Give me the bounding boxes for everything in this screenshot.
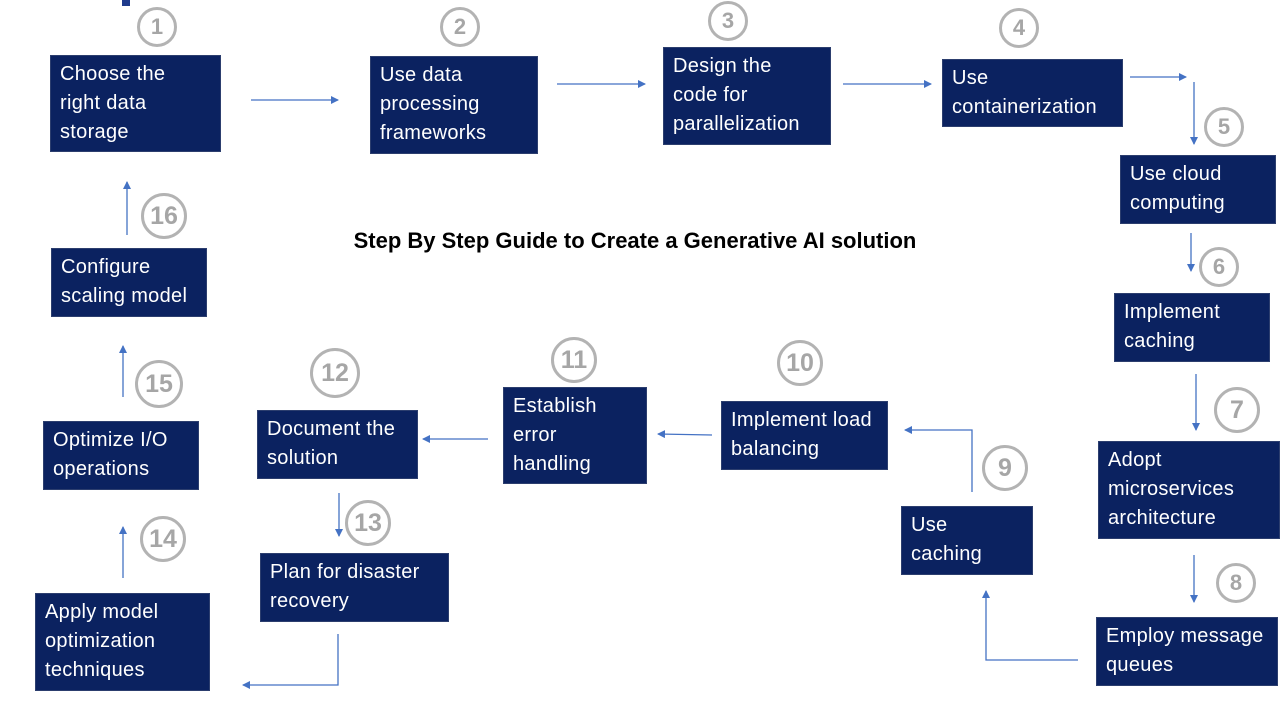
connector-9-10 <box>904 426 973 492</box>
step-11-box: Establish error handling <box>503 387 647 484</box>
step-1-box: Choose the right data storage <box>50 55 221 152</box>
step-10-number: 10 <box>777 340 823 386</box>
step-2-number: 2 <box>440 7 480 47</box>
step-10-box: Implement load balancing <box>721 401 888 470</box>
step-16-number: 16 <box>141 193 187 239</box>
connector-8-9 <box>982 590 1078 661</box>
step-6-number: 6 <box>1199 247 1239 287</box>
connector-13-14 <box>242 634 339 689</box>
step-15-number: 15 <box>135 360 183 408</box>
step-1-number: 1 <box>137 7 177 47</box>
step-9-number: 9 <box>982 445 1028 491</box>
step-15-box: Optimize I/O operations <box>43 421 199 490</box>
connector-10-11 <box>657 430 713 439</box>
step-3-number: 3 <box>708 1 748 41</box>
step-9-box: Use caching <box>901 506 1033 575</box>
step-8-number: 8 <box>1216 563 1256 603</box>
step-7-box: Adopt microservices architecture <box>1098 441 1280 539</box>
step-13-number: 13 <box>345 500 391 546</box>
step-11-number: 11 <box>551 337 597 383</box>
cropped-header-mark <box>122 0 130 6</box>
step-12-box: Document the solution <box>257 410 418 479</box>
step-14-box: Apply model optimization techniques <box>35 593 210 691</box>
step-14-number: 14 <box>140 516 186 562</box>
step-6-box: Implement caching <box>1114 293 1270 362</box>
step-12-number: 12 <box>310 348 360 398</box>
diagram-title: Step By Step Guide to Create a Generativ… <box>353 228 917 253</box>
step-5-number: 5 <box>1204 107 1244 147</box>
step-16-box: Configure scaling model <box>51 248 207 317</box>
step-4-number: 4 <box>999 8 1039 48</box>
step-2-box: Use data processing frameworks <box>370 56 538 154</box>
step-4-box: Use containerization <box>942 59 1123 127</box>
step-3-box: Design the code for parallelization <box>663 47 831 145</box>
step-7-number: 7 <box>1214 387 1260 433</box>
step-8-box: Employ message queues <box>1096 617 1278 686</box>
step-5-box: Use cloud computing <box>1120 155 1276 224</box>
step-13-box: Plan for disaster recovery <box>260 553 449 622</box>
